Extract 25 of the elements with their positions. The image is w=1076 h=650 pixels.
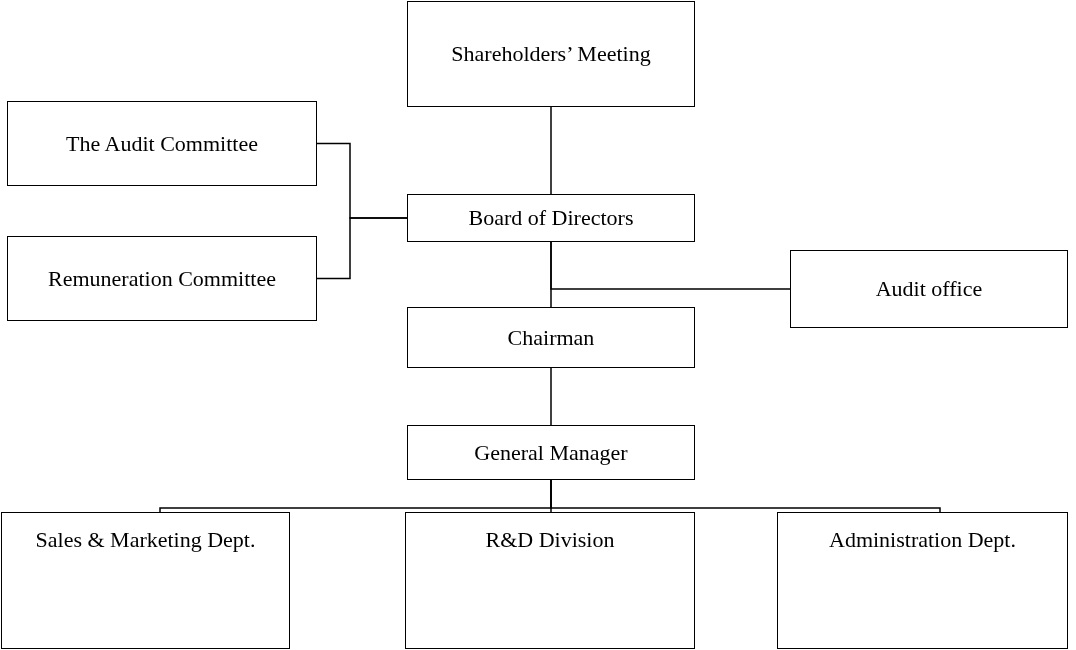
org-box: [790, 250, 1068, 328]
box-label: Shareholders’ Meeting: [451, 40, 651, 68]
box-label: Remuneration Committee: [48, 264, 276, 293]
org-box: [407, 307, 695, 368]
connector-line: [550, 479, 941, 513]
box-label: Board of Directors: [468, 204, 634, 232]
connector-line: [550, 241, 791, 290]
org-box: [777, 512, 1068, 649]
org-box: [1, 512, 290, 649]
box-label: Chairman: [507, 323, 595, 352]
box-label: R&D Division: [485, 526, 615, 554]
org-box: [7, 236, 317, 321]
org-box: [405, 512, 695, 649]
connector-line: [550, 367, 552, 426]
org-box: [407, 194, 695, 242]
box-label: The Audit Committee: [66, 129, 258, 158]
org-box: [407, 425, 695, 480]
box-label: General Manager: [474, 438, 628, 467]
connector-line: [316, 217, 408, 280]
org-box: [7, 101, 317, 186]
org-box: [407, 1, 695, 107]
box-label: Audit office: [875, 275, 983, 303]
box-label: Administration Dept.: [829, 526, 1016, 554]
connector-line: [550, 106, 552, 195]
box-label: Sales & Marketing Dept.: [35, 526, 256, 554]
